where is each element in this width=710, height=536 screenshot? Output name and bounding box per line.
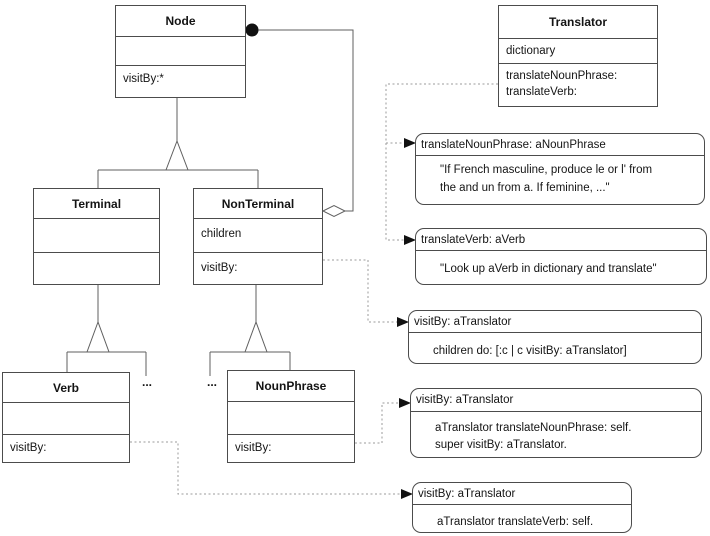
note-body-line: super visitBy: aTranslator.	[435, 439, 567, 451]
note-body-line: children do: [:c | c visitBy: aTranslato…	[433, 345, 627, 357]
class-box-terminal: Terminal	[33, 188, 160, 285]
inheritance-triangle-terminal	[86, 320, 110, 353]
connector-nounphrase-note4	[355, 402, 399, 444]
class-attrs-verb	[3, 403, 129, 435]
connector-nonterminal-note3	[323, 259, 397, 323]
class-box-nonterminal: NonTerminal children visitBy:	[193, 188, 323, 285]
note-header: translateNounPhrase: aNounPhrase	[416, 134, 704, 156]
connector-translator-note1	[385, 83, 498, 144]
class-methods-nounphrase: visitBy:	[228, 435, 354, 462]
class-methods-verb: visitBy:	[3, 435, 129, 462]
note-body-line: aTranslator translateVerb: self.	[437, 516, 594, 528]
note-body: aTranslator translateVerb: self.	[413, 505, 631, 531]
arrowhead-note2-icon	[404, 235, 416, 245]
ellipsis-left: ...	[141, 375, 152, 389]
note-body-line: "Look up aVerb in dictionary and transla…	[440, 263, 657, 275]
note-header: visitBy: aTranslator	[411, 389, 701, 412]
note-visitby-nounphrase: visitBy: aTranslator aTranslator transla…	[410, 388, 702, 458]
inheritance-triangle-node	[165, 139, 189, 171]
note-translate-verb: translateVerb: aVerb "Look up aVerb in d…	[415, 228, 707, 285]
method-label: visitBy:	[201, 262, 238, 274]
note-body-line: aTranslator translateNounPhrase: self.	[435, 422, 632, 434]
arrowhead-note5-icon	[401, 489, 413, 499]
class-methods-node: visitBy:*	[116, 66, 245, 97]
attribute-label: children	[201, 228, 242, 240]
note-header: visitBy: aTranslator	[413, 483, 631, 505]
class-methods-terminal	[34, 253, 159, 284]
class-attrs-nounphrase	[228, 402, 354, 435]
class-box-nounphrase: NounPhrase visitBy:	[227, 370, 355, 463]
class-title-translator: Translator	[499, 6, 657, 39]
method-label: visitBy:*	[123, 73, 164, 85]
note-body-line: "If French masculine, produce le or l' f…	[440, 164, 653, 176]
note-body: "If French masculine, produce le or l' f…	[416, 156, 704, 197]
class-title-nounphrase: NounPhrase	[228, 371, 354, 402]
arrowhead-note3-icon	[397, 317, 409, 327]
class-attrs-translator: dictionary	[499, 39, 657, 64]
connector-verb-note5	[130, 441, 401, 495]
class-title-verb: Verb	[3, 373, 129, 403]
ellipsis-right: ...	[206, 375, 217, 389]
class-title-node: Node	[116, 6, 245, 37]
note-visitby-verb: visitBy: aTranslator aTranslator transla…	[412, 482, 632, 533]
class-box-translator: Translator dictionary translateNounPhras…	[498, 5, 658, 107]
class-title-terminal: Terminal	[34, 189, 159, 219]
note-visitby-nonterminal: visitBy: aTranslator children do: [:c | …	[408, 310, 702, 364]
connector-translator-note2	[385, 143, 404, 241]
class-attrs-nonterminal: children	[194, 219, 322, 253]
arrowhead-note4-icon	[399, 398, 411, 408]
composite-circle-marker	[245, 23, 259, 37]
note-header: visitBy: aTranslator	[409, 311, 701, 333]
method-label: translateNounPhrase:	[506, 70, 618, 82]
method-label: translateVerb:	[506, 86, 577, 98]
note-body: "Look up aVerb in dictionary and transla…	[416, 251, 706, 278]
class-box-node: Node visitBy:*	[115, 5, 246, 98]
class-attrs-terminal	[34, 219, 159, 253]
note-body: children do: [:c | c visitBy: aTranslato…	[409, 333, 701, 360]
composite-link-line	[258, 29, 354, 212]
class-methods-translator: translateNounPhrase: translateVerb:	[499, 64, 657, 106]
inheritance-triangle-nonterminal	[244, 320, 268, 353]
aggregation-diamond	[321, 204, 347, 218]
class-box-verb: Verb visitBy:	[2, 372, 130, 463]
class-methods-nonterminal: visitBy:	[194, 253, 322, 284]
note-header: translateVerb: aVerb	[416, 229, 706, 251]
note-body-line: the and un from a. If feminine, ..."	[440, 182, 610, 194]
method-label: visitBy:	[235, 442, 272, 454]
note-translate-nounphrase: translateNounPhrase: aNounPhrase "If Fre…	[415, 133, 705, 205]
note-body: aTranslator translateNounPhrase: self. s…	[411, 412, 701, 454]
arrowhead-note1-icon	[404, 138, 416, 148]
method-label: visitBy:	[10, 442, 47, 454]
attribute-label: dictionary	[506, 45, 556, 57]
class-attrs-node	[116, 37, 245, 66]
class-title-nonterminal: NonTerminal	[194, 189, 322, 219]
